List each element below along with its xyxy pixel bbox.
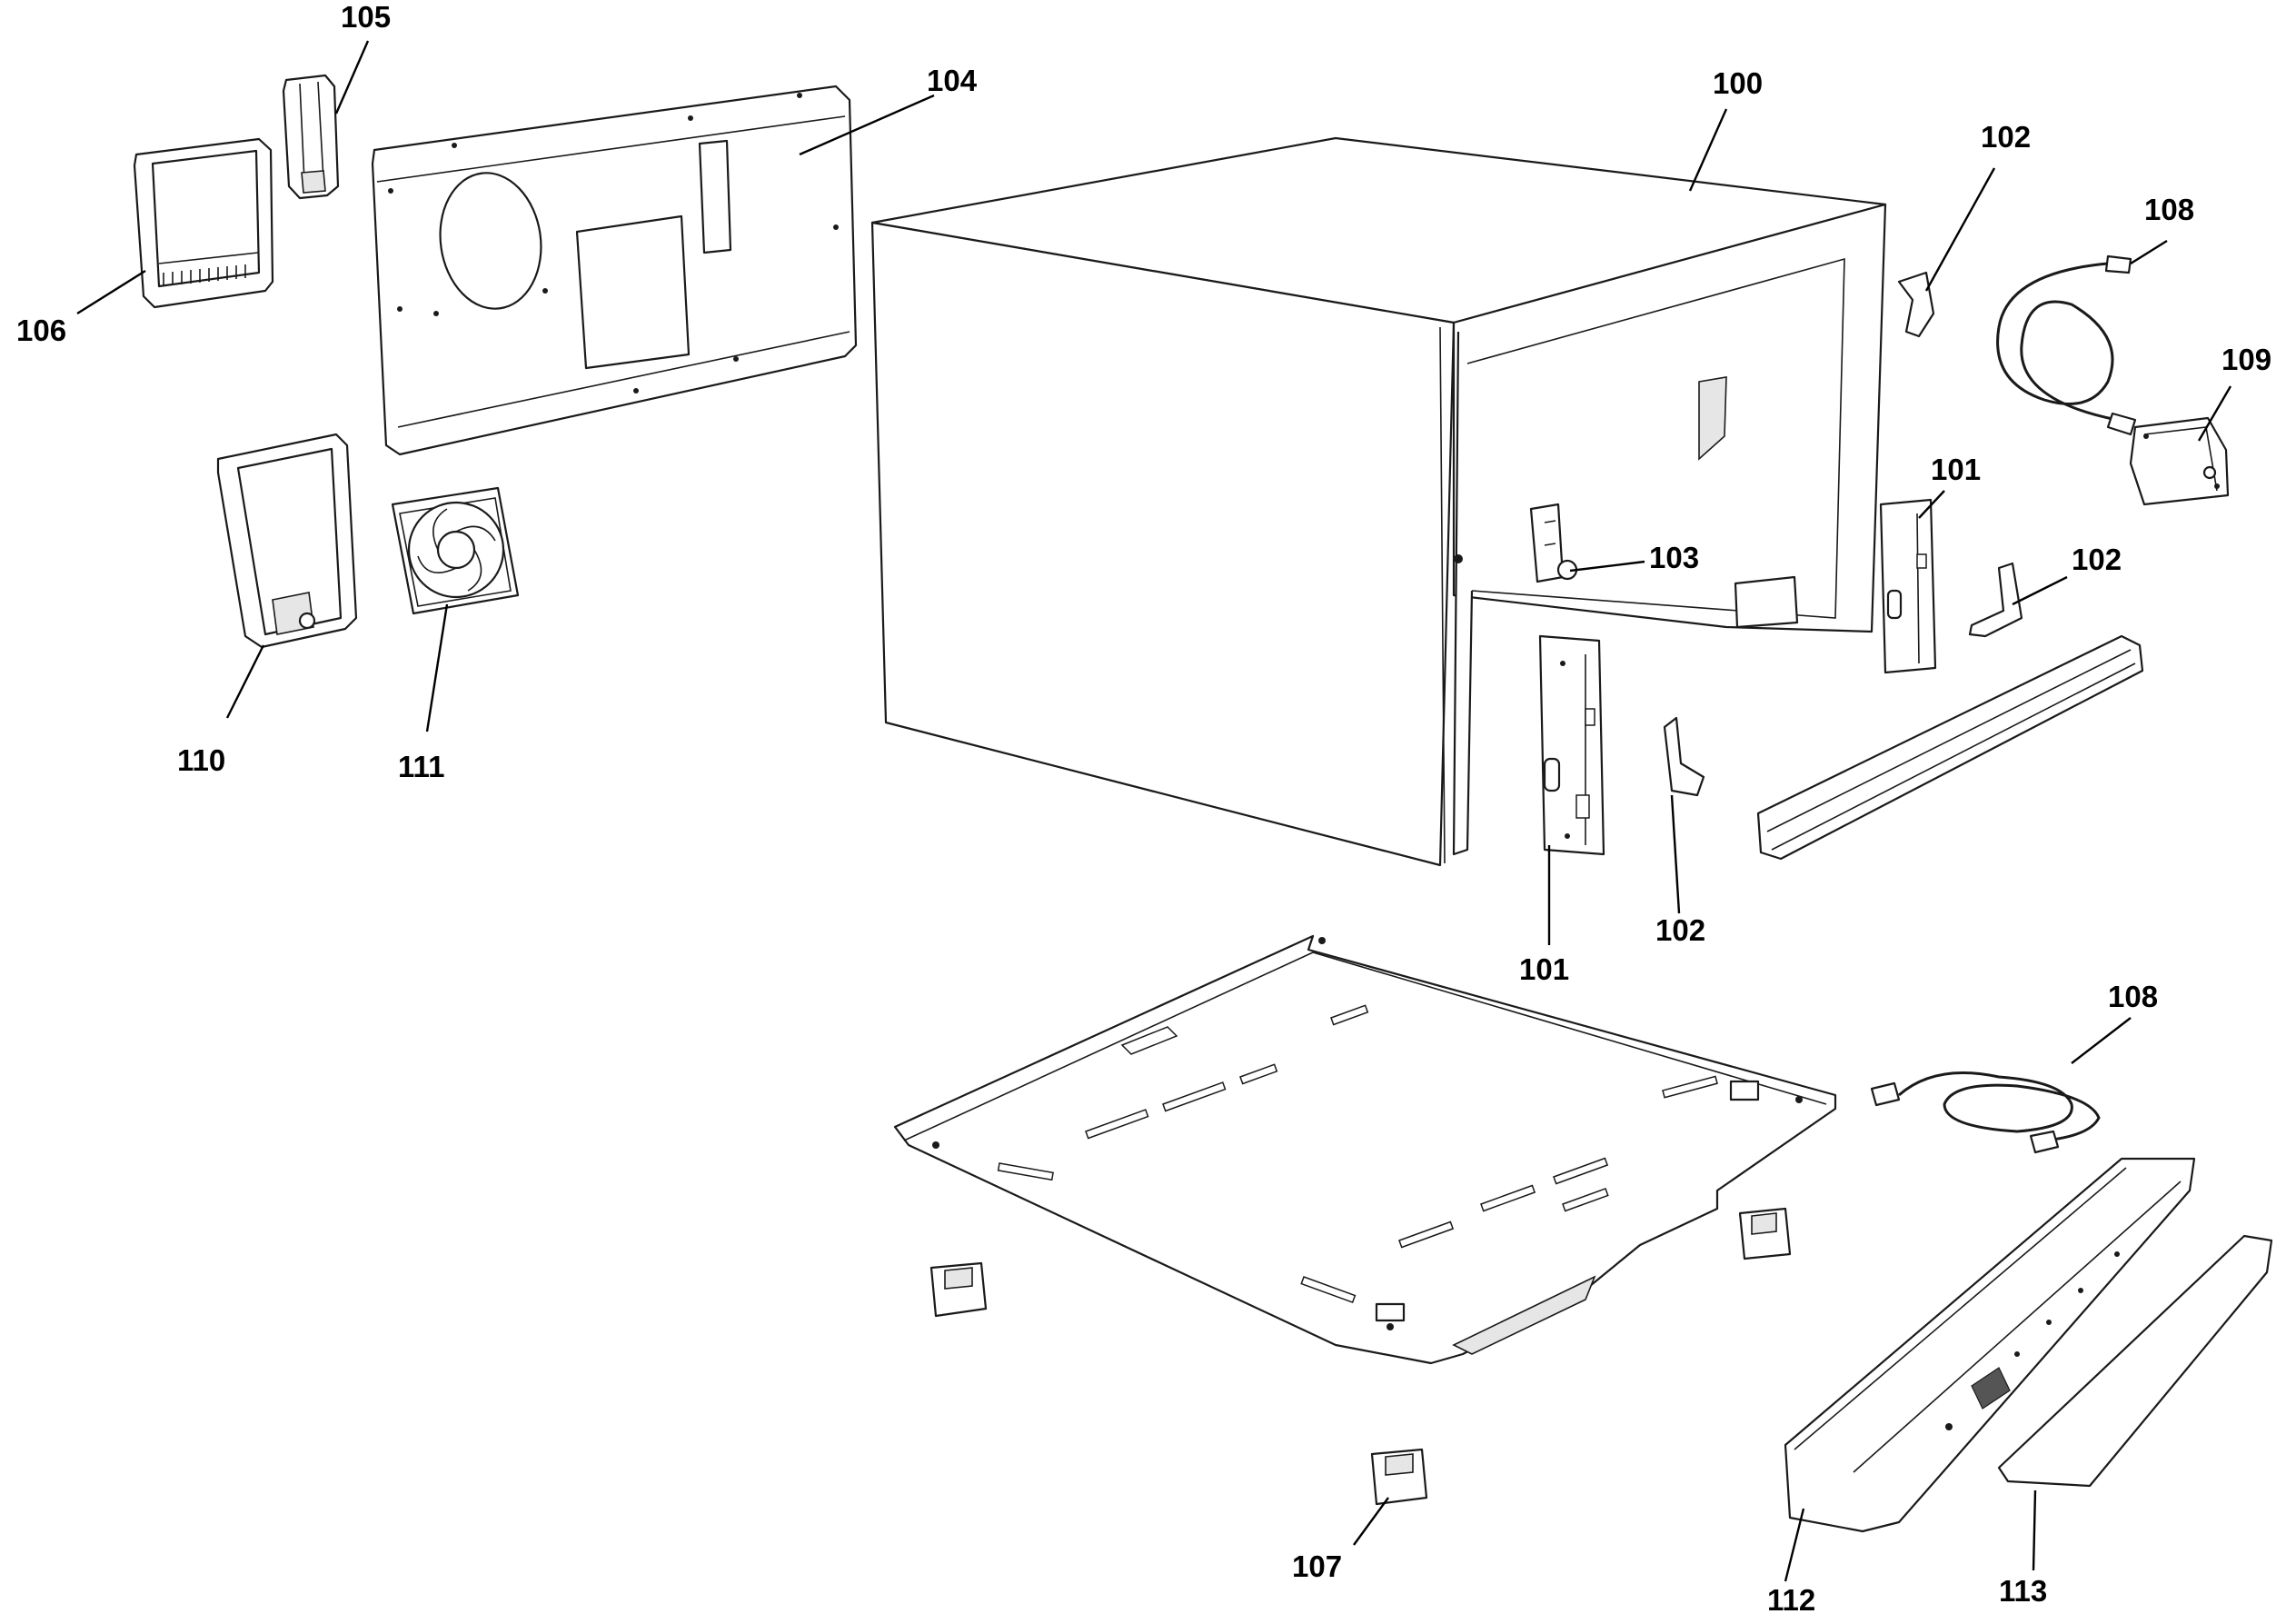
part-107-foot-3: [1370, 1448, 1428, 1506]
part-102-bracket-mid: [1968, 562, 2023, 638]
part-102-bracket-front: [1663, 716, 1705, 797]
callout-107: 107: [1292, 1549, 1342, 1583]
callout-108-top: 108: [2144, 193, 2194, 226]
callout-111: 111: [398, 750, 444, 783]
callout-101-front: 101: [1519, 952, 1569, 986]
callout-108-bottom: 108: [2108, 980, 2158, 1013]
callout-106: 106: [16, 314, 66, 347]
callout-102-mid: 102: [2072, 543, 2122, 576]
part-111-fan: [391, 486, 520, 615]
callout-112: 112: [1767, 1583, 1815, 1614]
callout-110: 110: [177, 743, 225, 777]
part-101-hinge-front: [1538, 634, 1605, 856]
callout-102-front: 102: [1655, 913, 1705, 947]
callout-100: 100: [1713, 66, 1763, 100]
callout-102-top: 102: [1981, 120, 2031, 154]
part-100-cabinet: [870, 136, 1887, 867]
part-112-control-panel: [1784, 1157, 2196, 1533]
part-109-control-box: [2129, 416, 2230, 506]
callout-101-right: 101: [1931, 453, 1981, 486]
part-102-bracket-top: [1897, 271, 1935, 338]
callout-labels: 105 104 100 102 108 106 109 101 103 102 …: [16, 0, 2271, 1614]
part-107-foot-2: [1738, 1207, 1792, 1260]
rail-bar: [1756, 634, 2144, 861]
part-103-switch: [1529, 503, 1578, 583]
callout-109: 109: [2221, 343, 2271, 376]
callout-104: 104: [927, 64, 978, 97]
part-106-duct-box: [133, 137, 274, 309]
part-108-cable-top: [1996, 254, 2137, 436]
callout-113: 113: [1999, 1574, 2047, 1608]
part-105-bracket: [282, 74, 340, 200]
leader-lines: [76, 40, 2232, 1582]
part-107-foot-1: [929, 1261, 988, 1318]
callout-103: 103: [1649, 541, 1699, 574]
part-104-rear-panel: [371, 85, 858, 456]
callout-105: 105: [341, 0, 391, 34]
base-plate: [893, 934, 1837, 1365]
part-101-hinge-rear: [1879, 498, 1937, 674]
part-108-cable-bottom: [1870, 1071, 2101, 1154]
part-110-side-duct: [216, 433, 358, 649]
part-113-trim-strip: [1997, 1234, 2273, 1488]
